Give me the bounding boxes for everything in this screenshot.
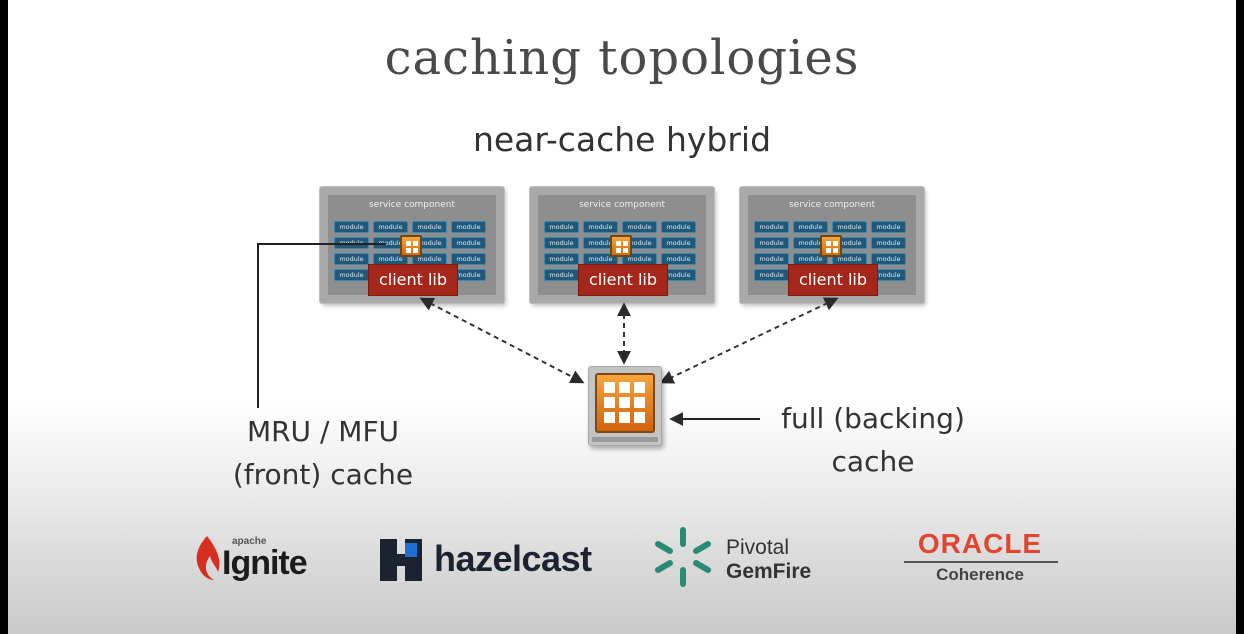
- slide: caching topologies near-cache hybrid ser…: [8, 0, 1236, 634]
- cache-cell: [413, 248, 418, 253]
- cache-cell: [406, 241, 411, 246]
- cache-cell: [604, 397, 615, 408]
- cache-cell: [826, 248, 831, 253]
- service-component-body: service component module module module modu…: [748, 195, 916, 296]
- service-component-title: service component: [788, 200, 875, 210]
- module-box: module: [373, 221, 408, 233]
- module-box: module: [871, 253, 906, 265]
- front-cache-pointer: [257, 243, 386, 408]
- backing-cache-label-line2: cache: [831, 445, 915, 478]
- backing-cache-grid: [595, 373, 655, 433]
- module-box: module: [661, 253, 696, 265]
- connector-lines: [257, 243, 839, 426]
- module-box: module: [451, 269, 486, 281]
- ignite-main-text: Ignite: [222, 544, 308, 582]
- module-box: module: [334, 221, 369, 233]
- service-component-title: service component: [578, 200, 665, 210]
- cache-cell: [616, 248, 621, 253]
- service-component: service component module module module modu…: [740, 187, 924, 303]
- module-box: module: [412, 221, 447, 233]
- slide-subtitle: near-cache hybrid: [472, 120, 772, 159]
- backing-cache-base: [592, 437, 658, 442]
- backing-cache-label: full (backing) cache: [768, 397, 978, 483]
- near-cache-icon: [610, 235, 632, 257]
- near-cache-icon: [400, 235, 422, 257]
- service-component-title: service component: [368, 200, 455, 210]
- ignite-flame-icon: [196, 536, 220, 580]
- hazelcast-text: hazelcast: [434, 538, 592, 579]
- module-box: module: [334, 253, 369, 265]
- oracle-text: ORACLE: [917, 528, 1043, 559]
- client-lib-box: client lib: [788, 264, 878, 296]
- cache-cell: [619, 412, 630, 423]
- cache-cell: [833, 241, 838, 246]
- service-component: service component module module module modu…: [320, 187, 504, 303]
- gemfire-top-text: Pivotal: [726, 536, 790, 559]
- cache-cell: [604, 412, 615, 423]
- cache-cell: [634, 412, 645, 423]
- module-box: module: [661, 269, 696, 281]
- cache-cell: [604, 382, 615, 393]
- cache-cell: [826, 241, 831, 246]
- cache-cell: [619, 382, 630, 393]
- oracle-divider: [904, 561, 1058, 563]
- cache-cell: [833, 248, 838, 253]
- cache-cell: [623, 241, 628, 246]
- cache-cell: [406, 248, 411, 253]
- near-cache-icon: [820, 235, 842, 257]
- cache-cell: [634, 382, 645, 393]
- module-box: module: [451, 221, 486, 233]
- coherence-text: Coherence: [936, 565, 1024, 584]
- hazelcast-mark-icon: [380, 539, 422, 581]
- module-box: module: [793, 221, 828, 233]
- module-box: module: [451, 237, 486, 249]
- module-box: module: [871, 237, 906, 249]
- cache-cell: [616, 241, 621, 246]
- cache-cell: [413, 241, 418, 246]
- gemfire-mark-icon: [655, 527, 711, 587]
- module-box: module: [544, 237, 579, 249]
- cache-cell: [634, 397, 645, 408]
- dashed-link-left: [419, 297, 585, 384]
- module-box: module: [754, 269, 789, 281]
- front-cache-label: MRU / MFU (front) cache: [213, 410, 433, 496]
- module-box: module: [622, 221, 657, 233]
- backing-cache-icon: [588, 366, 662, 446]
- service-component-body: service component module module module modu…: [328, 195, 496, 296]
- apache-ignite-logo: apache Ignite: [192, 530, 322, 586]
- module-box: module: [451, 253, 486, 265]
- module-box: module: [661, 237, 696, 249]
- module-box: module: [832, 221, 867, 233]
- module-box: module: [544, 221, 579, 233]
- client-lib-box: client lib: [578, 264, 668, 296]
- module-box: module: [754, 221, 789, 233]
- hazelcast-logo: hazelcast: [380, 536, 604, 586]
- pivotal-gemfire-logo: Pivotal GemFire: [652, 524, 832, 594]
- dashed-link-right: [659, 297, 839, 384]
- module-box: module: [544, 253, 579, 265]
- module-grid: module module module module module module modu…: [544, 221, 696, 281]
- oracle-coherence-logo: ORACLE Coherence: [900, 528, 1070, 588]
- module-box: module: [754, 237, 789, 249]
- module-box: module: [661, 221, 696, 233]
- module-box: module: [871, 221, 906, 233]
- gemfire-bottom-text: GemFire: [726, 560, 812, 583]
- slide-title: caching topologies: [384, 30, 860, 86]
- module-box: module: [754, 253, 789, 265]
- backing-cache-label-line1: full (backing): [781, 402, 965, 435]
- module-box: module: [583, 221, 618, 233]
- client-lib-box: client lib: [368, 264, 458, 296]
- ignite-small-text: apache: [232, 536, 267, 547]
- cache-cell: [623, 248, 628, 253]
- front-cache-label-line2: (front) cache: [232, 458, 414, 491]
- front-cache-label-line1: MRU / MFU: [246, 415, 400, 448]
- cache-cell: [619, 397, 630, 408]
